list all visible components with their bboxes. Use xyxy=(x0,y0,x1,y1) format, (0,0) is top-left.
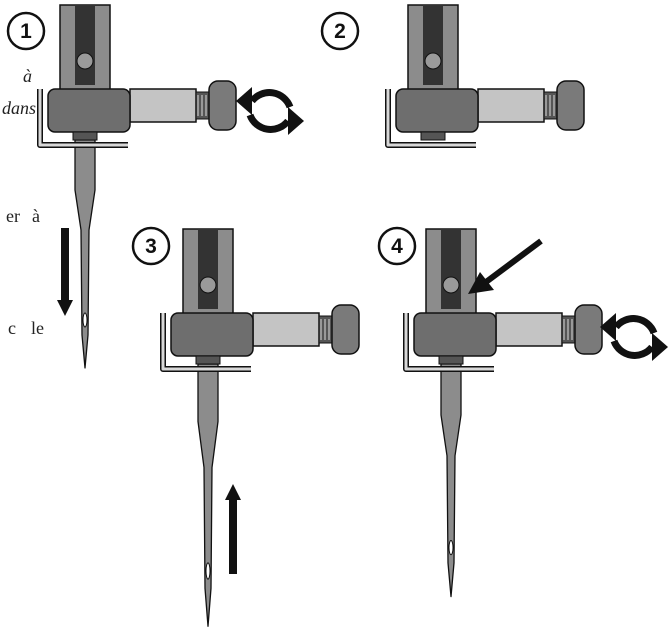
step-2-number: 2 xyxy=(334,20,346,43)
text-fragment: dans xyxy=(2,98,37,118)
step-4-assembly xyxy=(406,229,602,369)
step-4: 4 xyxy=(377,226,668,598)
step-3-badge: 3 xyxy=(131,226,171,266)
step-2: 2 xyxy=(320,5,584,145)
step-2-badge: 2 xyxy=(320,11,360,51)
step-3: 3 xyxy=(131,226,359,627)
step-3-needle xyxy=(197,363,219,627)
step-4-diagonal-arrow-icon xyxy=(468,238,543,294)
text-fragment: c xyxy=(8,318,16,338)
step-4-rotate-arrows-icon xyxy=(600,313,668,361)
step-4-needle xyxy=(440,363,462,598)
text-fragment: à xyxy=(23,66,32,86)
step-4-number: 4 xyxy=(391,235,403,258)
text-fragment: à xyxy=(32,206,40,226)
step-1-badge: 1 xyxy=(6,11,46,51)
step-3-number: 3 xyxy=(145,235,157,258)
step-1-rotate-arrows-icon xyxy=(236,87,304,135)
step-1-needle xyxy=(74,139,96,369)
step-1-assembly xyxy=(40,5,236,145)
step-3-up-arrow-icon xyxy=(225,484,241,574)
step-1: 1 xyxy=(6,5,304,369)
step-4-badge: 4 xyxy=(377,226,417,266)
text-fragment: er xyxy=(6,206,20,226)
step-1-number: 1 xyxy=(20,20,32,43)
step-3-assembly xyxy=(163,229,359,369)
step-2-assembly xyxy=(388,5,584,145)
step-1-down-arrow-icon xyxy=(57,228,73,316)
text-fragment: le xyxy=(31,318,44,338)
